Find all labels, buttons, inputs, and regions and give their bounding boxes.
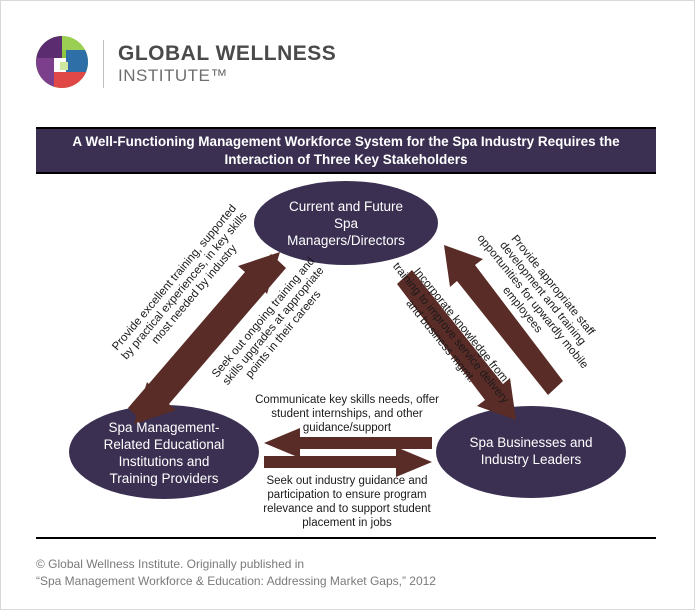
footer: © Global Wellness Institute. Originally … xyxy=(36,556,436,590)
arrow-bottom-left xyxy=(264,428,432,458)
node-right-shape xyxy=(436,406,626,498)
node-left-label: Spa Management-Related Educational Insti… xyxy=(103,420,225,486)
node-left-shape xyxy=(69,405,259,499)
logo-divider xyxy=(103,40,104,88)
footer-line-2: “Spa Management Workforce & Education: A… xyxy=(36,574,436,588)
relation-bottom-bottom: Seek out industry guidance and participa… xyxy=(263,475,431,529)
footer-line-1: © Global Wellness Institute. Originally … xyxy=(36,557,305,571)
node-top-label: Current and Future Spa Managers/Director… xyxy=(287,198,405,248)
relation-bottom-top: Communicate key skills needs, offer stud… xyxy=(255,394,439,434)
arrow-right-inner xyxy=(397,270,516,420)
node-top-shape xyxy=(254,181,438,265)
diagram-title: A Well-Functioning Management Workforce … xyxy=(36,127,656,174)
arrow-right-outer xyxy=(444,245,563,395)
brand-name: GLOBAL WELLNESS xyxy=(118,42,337,65)
arrow-bottom-right xyxy=(264,447,432,477)
node-right-label: Spa Businesses and Industry Leaders xyxy=(469,435,593,467)
brand-subtitle: INSTITUTE™ xyxy=(118,66,228,85)
bottom-rule xyxy=(36,537,656,539)
gwi-logo-icon xyxy=(36,36,88,88)
arrow-left-inner xyxy=(134,254,286,424)
